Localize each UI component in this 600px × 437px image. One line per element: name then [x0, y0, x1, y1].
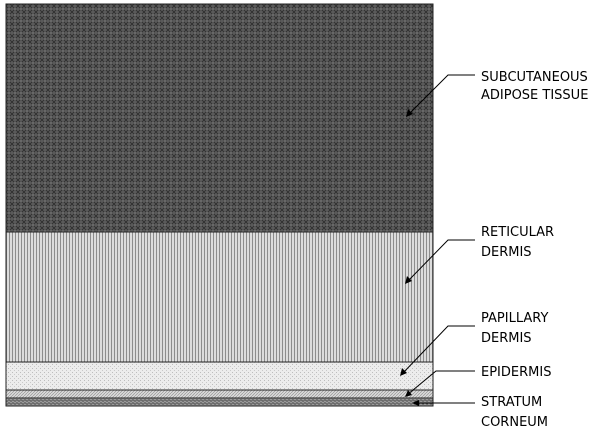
label-reticular-line2: DERMIS [481, 245, 532, 260]
leader-papillary [400, 325, 475, 376]
label-reticular-line1: RETICULAR [481, 225, 554, 240]
papillary-dermis-layer [5, 361, 434, 391]
subcutaneous-adipose-layer [5, 3, 434, 233]
label-stratum-line2: CORNEUM [481, 415, 548, 430]
label-subcutaneous-line2: ADIPOSE TISSUE [481, 88, 588, 103]
label-papillary-line2: DERMIS [481, 331, 532, 346]
label-reticular: RETICULAR DERMIS [481, 225, 558, 260]
leader-epidermis [405, 370, 475, 397]
leader-subcutaneous [406, 74, 475, 117]
label-epidermis-line1: EPIDERMIS [481, 365, 551, 380]
label-epidermis: EPIDERMIS [481, 365, 551, 380]
leader-reticular [405, 239, 475, 284]
leader-stratum [412, 400, 475, 406]
label-papillary-line1: PAPILLARY [481, 311, 548, 326]
label-subcutaneous: SUBCUTANEOUS ADIPOSE TISSUE [481, 70, 592, 103]
label-stratum-line1: STRATUM [481, 395, 542, 410]
reticular-dermis-layer [5, 231, 434, 363]
stratum-corneum-layer [5, 397, 434, 407]
label-stratum: STRATUM CORNEUM [481, 395, 548, 430]
epidermis-layer [5, 389, 434, 399]
label-subcutaneous-line1: SUBCUTANEOUS [481, 70, 588, 85]
label-papillary: PAPILLARY DERMIS [481, 311, 553, 346]
